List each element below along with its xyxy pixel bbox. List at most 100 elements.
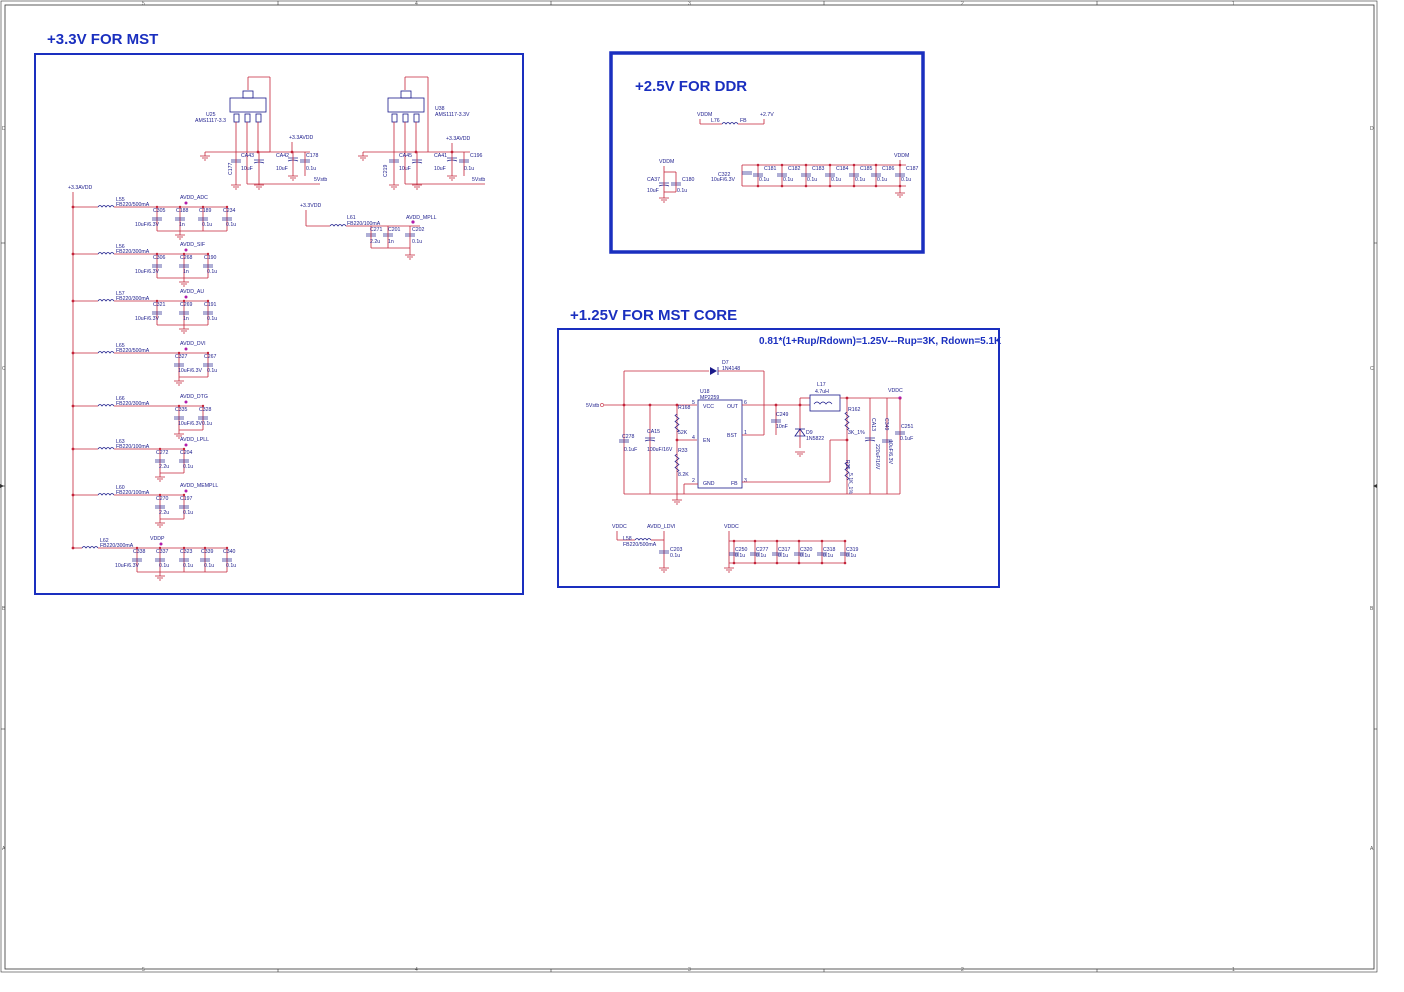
cap-val: 0.1u xyxy=(226,563,236,569)
ddr-cap-ref: C186 xyxy=(882,166,895,172)
d9-val: 1N5822 xyxy=(806,436,824,442)
cap-val: 10uF/6.3V xyxy=(135,269,159,275)
section-title-core: +1.25V FOR MST CORE xyxy=(570,307,737,324)
col-label: 2 xyxy=(961,967,964,973)
ddr-cap-ref: C184 xyxy=(836,166,849,172)
r33-val: 8.2K xyxy=(678,472,689,478)
col-label: 3 xyxy=(688,967,691,973)
cap-val: 0.1u xyxy=(226,222,236,228)
c203-val: 0.1u xyxy=(670,553,680,559)
inductor-ref: L63 xyxy=(116,439,125,445)
cap-ref: C339 xyxy=(201,549,214,555)
vddc-cap-val: 0.1u xyxy=(735,553,745,559)
l61-val: FB220/100mA xyxy=(347,221,381,227)
c203-ref: C203 xyxy=(670,547,683,553)
sheet-frame: 5 4 3 2 1 5 4 3 2 1 D C B A D C B A xyxy=(0,0,1378,973)
inductor-val: FB220/500mA xyxy=(116,348,150,354)
row-label: C xyxy=(1370,366,1374,372)
inductor-val: FB220/100mA xyxy=(116,490,150,496)
c196-ref: C196 xyxy=(470,153,483,159)
section-mst-33v: +3.3V FOR MST U25 AMS1117-3.3 +3.3AVDD xyxy=(34,31,524,595)
ddr-cap-ref: C185 xyxy=(860,166,873,172)
ca41-ref: CA41 xyxy=(434,153,447,159)
col-label: 2 xyxy=(961,1,964,7)
u18-ic xyxy=(697,399,743,489)
cap-val: 0.1u xyxy=(183,510,193,516)
cap-val: 10uF/6.3V xyxy=(135,316,159,322)
ca41-val: 10uF xyxy=(434,166,446,172)
l61-ref: L61 xyxy=(347,215,356,221)
c322-val: 10uF/6.3V xyxy=(711,177,735,183)
c251-val: 0.1uF xyxy=(900,436,913,442)
ddr-cap-val: 0.1u xyxy=(807,177,817,183)
filtered-rails: L55FB220/500mAAVDD_ADCC30510uF/6.3VC1881… xyxy=(71,195,236,581)
r35-val: 5.1K_1% xyxy=(847,473,853,494)
inductor-val: FB220/300mA xyxy=(116,401,150,407)
pin-en: EN xyxy=(703,438,710,444)
rail-avdd_sif: L56FB220/300mAAVDD_SIFC30610uF/6.3VC2681… xyxy=(71,242,217,287)
pinnum-2: 2 xyxy=(692,478,695,484)
vddc-cap-val: 0.1u xyxy=(800,553,810,559)
inductor-ref: L62 xyxy=(100,538,109,544)
ca42-ref: CA42 xyxy=(276,153,289,159)
cap-val: 10uF/6.3V xyxy=(178,421,202,427)
net-33avdd-top: +3.3AVDD xyxy=(289,135,314,141)
inductor-ref: L55 xyxy=(116,197,125,203)
inductor-ref: L56 xyxy=(116,244,125,250)
l58-ref: L58 xyxy=(623,536,632,542)
rail-net-label: AVDD_ADC xyxy=(180,195,208,201)
cap-ref: C321 xyxy=(153,302,166,308)
cap-ref: C204 xyxy=(180,450,193,456)
vddc-cap-ref: C319 xyxy=(846,547,859,553)
ddr-cap-val: 0.1u xyxy=(831,177,841,183)
cap-ref: C189 xyxy=(199,208,212,214)
c180-val: 0.1u xyxy=(677,188,687,194)
ddr-cap-ref: C183 xyxy=(812,166,825,172)
regulator-u25: U25 AMS1117-3.3 +3.3AVDD C177 CA43 10uF xyxy=(195,76,327,190)
vddc-cap-val: 0.1u xyxy=(778,553,788,559)
cap-val: 0.1u xyxy=(202,222,212,228)
cap-ref: C338 xyxy=(133,549,146,555)
net-vddm-ddr: VDDM xyxy=(894,153,909,159)
c249-ref: C249 xyxy=(776,412,789,418)
cap-ref: C328 xyxy=(199,407,212,413)
cap-ref: C335 xyxy=(175,407,188,413)
col-label: 4 xyxy=(415,967,418,973)
c251-ref: C251 xyxy=(901,424,914,430)
col-label: 1 xyxy=(1232,967,1235,973)
cap-val: 0.1u xyxy=(204,563,214,569)
ddr-cap-ref: C182 xyxy=(788,166,801,172)
pin-fb: FB xyxy=(731,481,738,487)
u18-ref: U18 xyxy=(700,389,710,395)
u25-ref: U25 xyxy=(206,112,216,118)
cap-ref: C190 xyxy=(204,255,217,261)
c202-val: 0.1u xyxy=(412,239,422,245)
cap-val: 0.1u xyxy=(207,368,217,374)
cap-val: 0.1u xyxy=(183,563,193,569)
inductor-val: FB220/300mA xyxy=(116,296,150,302)
cap-ref: C337 xyxy=(156,549,169,555)
row-label: B xyxy=(1370,606,1374,612)
ddr-cap-ref: C181 xyxy=(764,166,777,172)
cap-ref: C270 xyxy=(156,496,169,502)
ca37-ref: CA37 xyxy=(647,177,660,183)
u25-part: AMS1117-3.3 xyxy=(195,118,226,124)
rail-avdd_adc: L55FB220/500mAAVDD_ADCC30510uF/6.3VC1881… xyxy=(71,195,236,240)
cap-ref: C340 xyxy=(223,549,236,555)
section-title-ddr: +2.5V FOR DDR xyxy=(635,78,747,95)
rail-net-label: VDDP xyxy=(150,536,165,542)
net-vddc-l58: VDDC xyxy=(612,524,627,530)
rail-net-label: AVDD_DTG xyxy=(180,394,208,400)
c271-val: 2.2u xyxy=(370,239,380,245)
feedback-formula: 0.81*(1+Rup/Rdown)=1.25V---Rup=3K, Rdown… xyxy=(759,336,1002,347)
inductor-ref: L66 xyxy=(116,396,125,402)
vddc-cap-val: 0.1u xyxy=(823,553,833,559)
ca42-val: 10uF xyxy=(276,166,288,172)
vddc-cap-val: 0.1u xyxy=(756,553,766,559)
u38-ref: U38 xyxy=(435,106,445,112)
section-ddr-25v: +2.5V FOR DDR VDDM L76 FB +2.7V VDDM CA3… xyxy=(609,51,925,254)
pinnum-1: 1 xyxy=(744,430,747,436)
l76-ref: L76 xyxy=(711,118,720,124)
